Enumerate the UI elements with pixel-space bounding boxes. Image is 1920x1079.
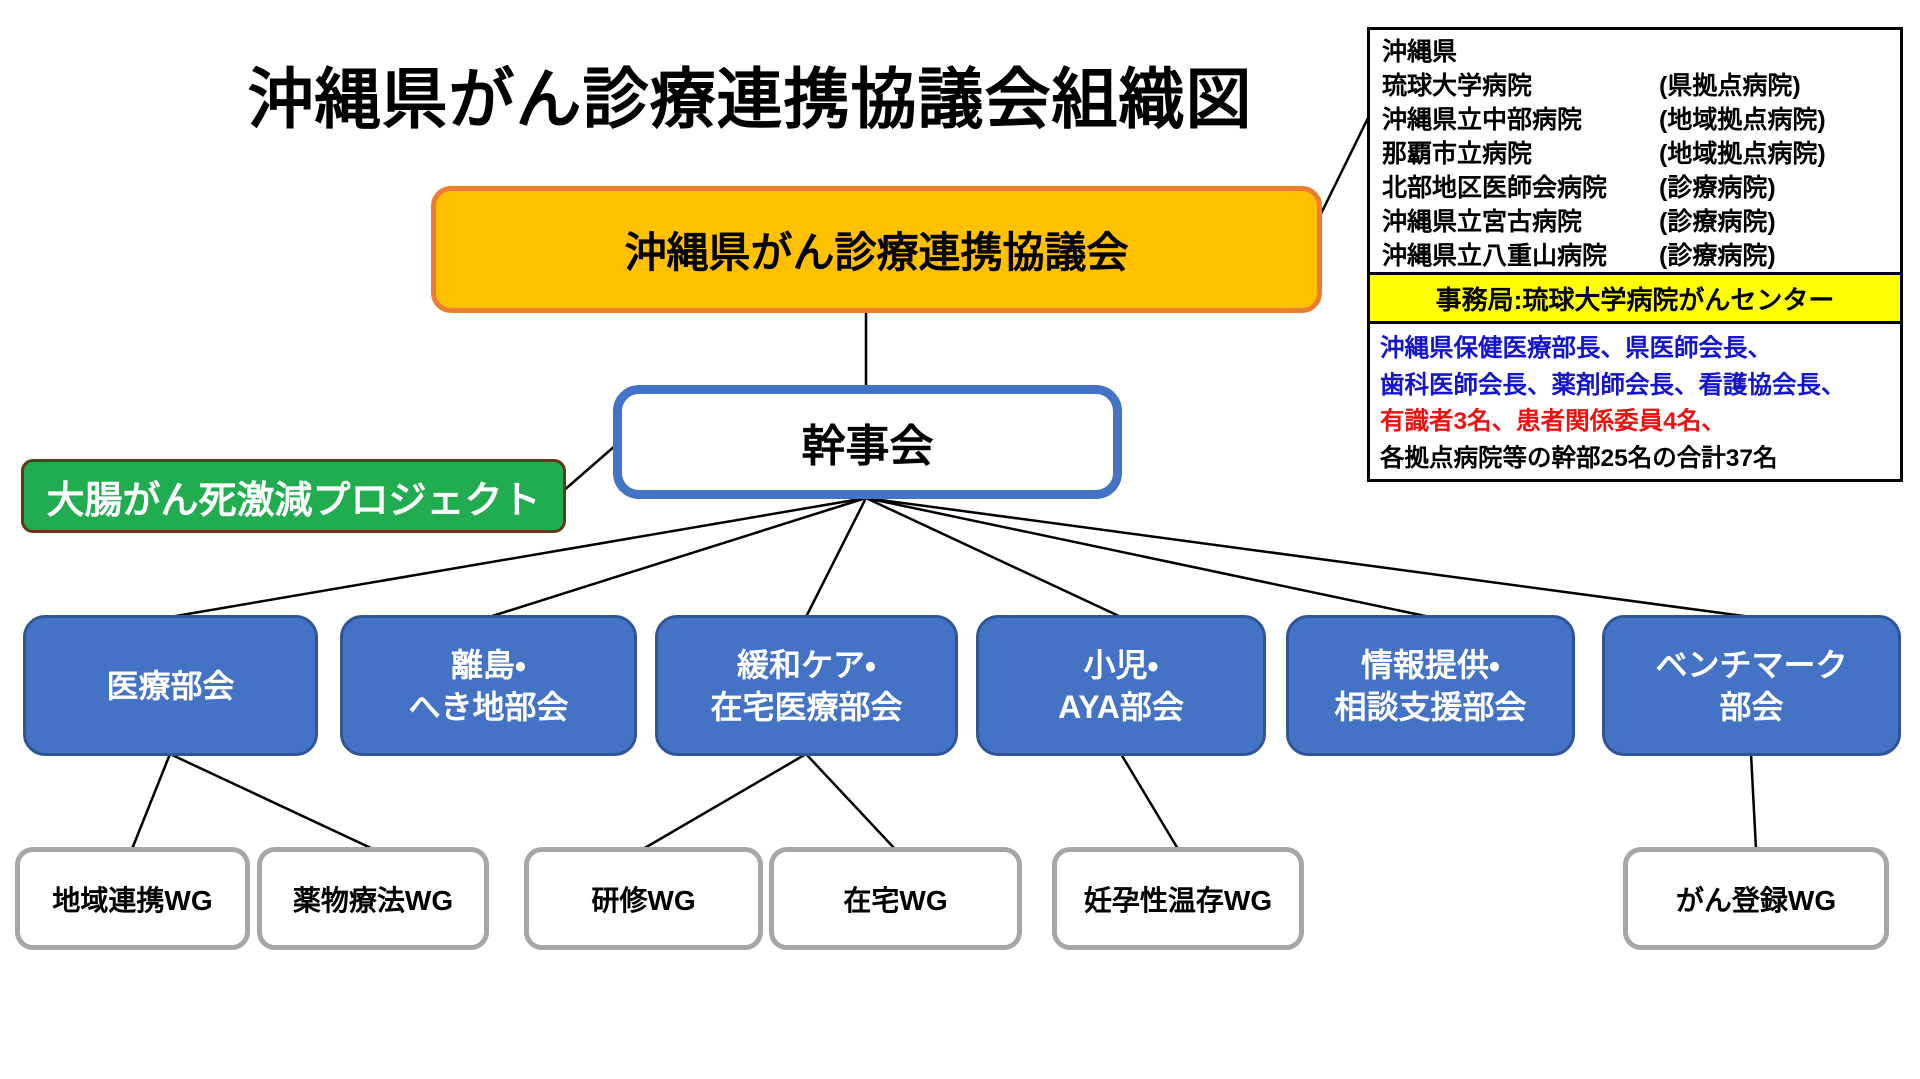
hospital-role: (診療病院) (1659, 242, 1776, 270)
hospital-role: (県拠点病院) (1659, 72, 1801, 100)
members-box: 沖縄県保健医療部長、県医師会長、 歯科医師会長、薬剤師会長、看護協会長、 有識者… (1367, 321, 1903, 482)
line-steering-to-benchmark (865, 496, 1752, 619)
wg-regional-cooperation: 地域連携WG (15, 847, 250, 950)
subcommittee-label-line: 離島・ (451, 646, 526, 683)
hospital-role: (診療病院) (1659, 208, 1776, 236)
hospital-role: (地域拠点病院) (1659, 106, 1826, 134)
line-steering-to-information (865, 496, 1431, 619)
line-steering-to-medical (169, 496, 867, 619)
hospital-role: (診療病院) (1659, 174, 1776, 202)
wg-label: 在宅WG (843, 884, 948, 916)
subcommittee-label-line: 相談支援部会 (1334, 688, 1527, 725)
hospital-row: 沖縄県立八重山病院 (診療病院) (1382, 239, 1888, 273)
hospital-name: 北部地区医師会病院 (1382, 174, 1608, 202)
line-steering-to-remote (488, 496, 867, 619)
subcommittee-benchmark: ベンチマーク 部会 (1602, 615, 1901, 756)
hospital-name: 那覇市立病院 (1382, 140, 1533, 168)
colon-cancer-project-node: 大腸がん死激減プロジェクト (21, 459, 566, 533)
hospital-row: 沖縄県立中部病院 (地域拠点病院) (1382, 103, 1888, 137)
line-medical-to-wg2 (169, 752, 374, 851)
hospital-role (1659, 35, 1888, 69)
wg-cancer-registry: がん登録WG (1623, 847, 1889, 950)
subcommittee-label-line: へき地部会 (408, 688, 569, 725)
steering-committee-label: 幹事会 (801, 422, 934, 471)
subcommittee-label-line: ベンチマーク (1655, 646, 1848, 683)
council-label: 沖縄県がん診療連携協議会 (624, 229, 1129, 276)
subcommittee-label-line: AYA部会 (1058, 688, 1184, 725)
subcommittee-label-line: 医療部会 (106, 667, 235, 704)
line-palliative-to-wg3 (642, 752, 807, 851)
members-line-officials-1: 沖縄県保健医療部長、県医師会長、 (1380, 335, 1772, 362)
members-line-officials-2: 歯科医師会長、薬剤師会長、看護協会長、 (1380, 371, 1846, 399)
wg-label: がん登録WG (1675, 884, 1837, 916)
hospital-row: 琉球大学病院 (県拠点病院) (1382, 69, 1888, 103)
wg-label: 研修WG (591, 884, 696, 916)
subcommittee-label-line: 情報提供・ (1361, 646, 1500, 683)
line-pediatric-to-wg5 (1119, 753, 1180, 850)
line-medical-to-wg1 (130, 753, 172, 850)
hospital-name: 沖縄県 (1382, 38, 1458, 66)
secretariat-banner: 事務局:琉球大学病院がんセンター (1367, 272, 1903, 324)
colon-cancer-project-label: 大腸がん死激減プロジェクト (46, 479, 541, 522)
hospital-row: 北部地区医師会病院 (診療病院) (1382, 171, 1888, 205)
line-project-to-steering (561, 444, 617, 493)
hospital-name: 沖縄県立八重山病院 (1382, 242, 1608, 270)
wg-home-care: 在宅WG (769, 847, 1022, 950)
wg-label: 薬物療法WG (292, 884, 454, 916)
wg-fertility-preservation: 妊孕性温存WG (1052, 847, 1304, 950)
hospital-row: 沖縄県立宮古病院 (診療病院) (1382, 205, 1888, 239)
subcommittee-label-line: 緩和ケア・ (737, 646, 876, 683)
page-title: 沖縄県がん診療連携協議会組織図 (247, 62, 1253, 136)
hospital-name: 沖縄県立中部病院 (1382, 106, 1583, 134)
hospital-name: 沖縄県立宮古病院 (1382, 208, 1583, 236)
wg-label: 妊孕性温存WG (1083, 884, 1273, 916)
wg-label: 地域連携WG (52, 884, 213, 916)
wg-training: 研修WG (524, 847, 763, 950)
subcommittee-label-line: 在宅医療部会 (710, 688, 903, 725)
hospital-list-box: 沖縄県 琉球大学病院 (県拠点病院) 沖縄県立中部病院 (地域拠点病院) 那覇市… (1367, 27, 1903, 275)
subcommittee-palliative-home-care: 緩和ケア・ 在宅医療部会 (655, 615, 958, 756)
subcommittee-label-line: 小児・ (1083, 646, 1159, 683)
subcommittee-label-line: 部会 (1719, 688, 1784, 725)
secretariat-label: 事務局:琉球大学病院がんセンター (1435, 284, 1835, 315)
subcommittee-medical: 医療部会 (23, 615, 318, 756)
steering-committee-node: 幹事会 (613, 385, 1122, 499)
subcommittee-remote-islands: 離島・ へき地部会 (340, 615, 637, 756)
subcommittee-pediatric-aya: 小児・ AYA部会 (976, 615, 1266, 756)
wg-pharmacotherapy: 薬物療法WG (257, 847, 489, 950)
members-line-experts: 有識者3名、患者関係委員4名、 (1380, 408, 1726, 435)
line-palliative-to-wg4 (805, 753, 896, 850)
hospital-row: 沖縄県 (1382, 35, 1888, 69)
hospital-row: 那覇市立病院 (地域拠点病院) (1382, 137, 1888, 171)
line-steering-to-pediatric (865, 496, 1122, 619)
hospital-name: 琉球大学病院 (1382, 72, 1533, 100)
hospital-role: (地域拠点病院) (1659, 140, 1826, 168)
line-steering-to-palliative (804, 497, 868, 618)
line-benchmark-to-wg6 (1749, 753, 1758, 850)
members-line-total: 各拠点病院等の幹部25名の合計37名 (1380, 444, 1778, 472)
subcommittee-information-support: 情報提供・ 相談支援部会 (1286, 615, 1575, 756)
council-node: 沖縄県がん診療連携協議会 (431, 186, 1322, 313)
